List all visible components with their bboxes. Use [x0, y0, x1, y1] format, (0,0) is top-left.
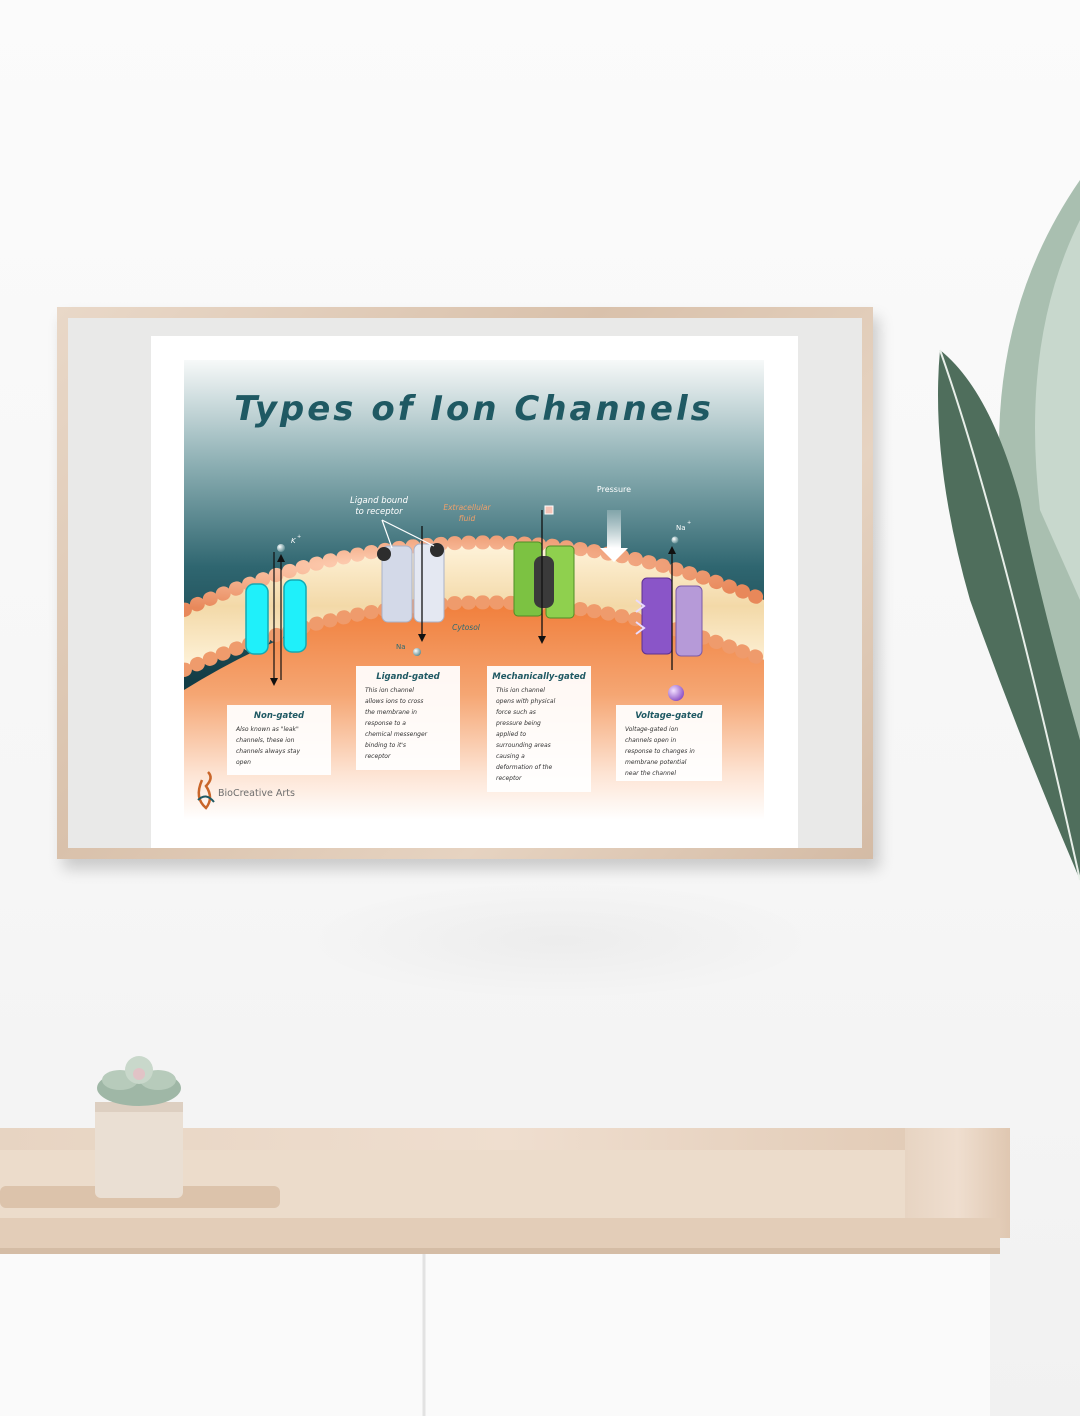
box-line: pressure being	[495, 720, 541, 727]
frame-mat: Types of Ion Channels Ligand bound to re…	[68, 318, 862, 848]
na-ion-left-label: Na	[396, 643, 406, 651]
brand-name: BioCreative Arts	[218, 788, 295, 799]
mechanical-ion	[544, 505, 554, 515]
box-voltage-gated: Voltage-gated Voltage-gated ion channels…	[616, 705, 722, 781]
k-ion-label: K	[291, 537, 297, 545]
ligand-left	[377, 547, 391, 561]
sideboard-cabinet	[0, 1128, 1010, 1416]
box-title: Non-gated	[254, 711, 305, 721]
box-line: opens with physical	[496, 698, 556, 705]
na-ion-right-charge: +	[687, 520, 691, 526]
box-line: deformation of the	[496, 764, 553, 771]
box-line: chemical messenger	[365, 731, 428, 738]
box-title: Mechanically-gated	[492, 672, 586, 682]
poster-title: Types of Ion Channels	[234, 389, 714, 429]
na-ion-right-label: Na	[676, 524, 686, 532]
cytosol-label: Cytosol	[452, 623, 481, 632]
na-ion-left	[413, 648, 421, 656]
box-line: This ion channel	[365, 687, 414, 694]
pressure-arrow	[600, 510, 628, 562]
k-ion	[277, 544, 285, 552]
poster: Types of Ion Channels Ligand bound to re…	[184, 360, 764, 820]
box-title: Voltage-gated	[635, 711, 704, 721]
ligand-bound-label-2: to receptor	[355, 507, 403, 517]
pressure-label: Pressure	[597, 485, 631, 494]
box-line: receptor	[365, 753, 391, 760]
voltage-gated-channel	[635, 546, 703, 670]
box-non-gated: Non-gated Also known as "leak" channels,…	[227, 705, 331, 775]
box-line: binding to it's	[365, 742, 406, 749]
box-line: response to a	[365, 720, 406, 727]
box-line: membrane potential	[625, 759, 687, 766]
na-ion-right	[671, 536, 679, 544]
membrane-tails	[184, 542, 764, 670]
extracellular-label-1: Extracellular	[443, 503, 491, 512]
wall-shadow	[300, 880, 820, 1000]
box-line: near the channel	[625, 770, 676, 777]
plant-leaves	[938, 180, 1080, 881]
box-mechanically-gated: Mechanically-gated This ion channel open…	[487, 666, 591, 792]
box-line: applied to	[496, 731, 526, 738]
box-line: Also known as "leak"	[235, 726, 299, 733]
ligand-gated-channel	[377, 519, 445, 642]
box-line: causing a	[496, 753, 525, 760]
voltage-ball	[668, 685, 684, 701]
box-line: channels always stay	[236, 748, 300, 755]
box-ligand-gated: Ligand-gated This ion channel allows ion…	[356, 666, 460, 770]
box-line: channels open in	[625, 737, 676, 744]
extracellular-label-2: fluid	[459, 514, 476, 523]
box-line: response to changes in	[625, 748, 695, 755]
box-line: surrounding areas	[496, 742, 551, 749]
box-line: Voltage-gated ion	[625, 726, 678, 733]
box-line: channels, these ion	[236, 737, 295, 744]
brand-logo: BioCreative Arts	[197, 771, 295, 810]
box-line: This ion channel	[496, 687, 545, 694]
k-ion-charge: +	[297, 534, 301, 540]
succulent-pot	[95, 1056, 183, 1198]
picture-frame: Types of Ion Channels Ligand bound to re…	[57, 307, 873, 859]
non-gated-channel	[245, 579, 307, 655]
poster-paper: Types of Ion Channels Ligand bound to re…	[151, 336, 798, 848]
lipid-heads-top	[184, 535, 764, 617]
ligand-right	[430, 543, 444, 557]
ligand-bound-label-1: Ligand bound	[350, 496, 409, 506]
box-line: open	[236, 759, 251, 766]
poster-illustration: Types of Ion Channels Ligand bound to re…	[184, 360, 764, 820]
box-title: Ligand-gated	[376, 672, 440, 682]
box-line: force such as	[496, 709, 536, 716]
box-line: the membrane in	[365, 709, 417, 716]
mechanically-gated-channel	[513, 510, 575, 644]
box-line: receptor	[496, 775, 522, 782]
box-line: allows ions to cross	[365, 698, 423, 705]
